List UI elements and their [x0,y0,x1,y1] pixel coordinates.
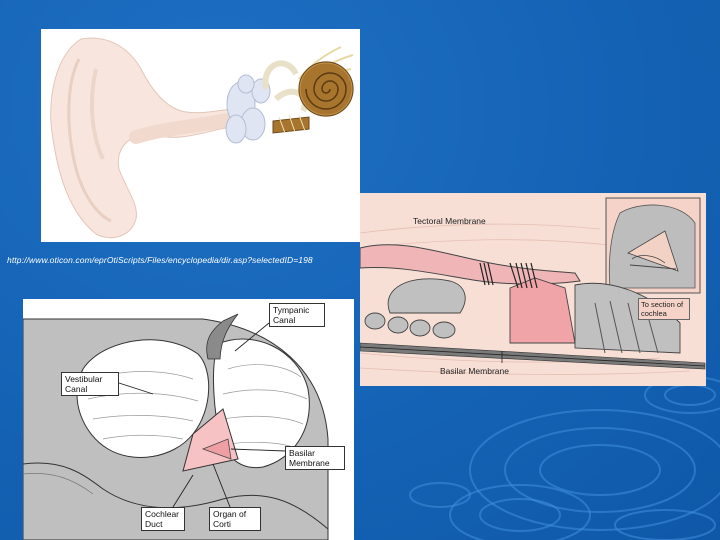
vestibular-canal-label: Vestibular Canal [61,372,119,396]
tectorial-membrane-shape [360,244,581,285]
ear-illustration-panel [41,29,360,242]
spiral-ligament-shape [206,313,239,360]
basilar-membrane-shape [360,342,706,370]
eustachian-tube-shape [272,116,310,134]
cochlea-shape [298,61,354,117]
tympanic-canal-label: Tympanic Canal [269,303,325,327]
stereocilia-shape [479,262,538,289]
cochlea-cross-section-panel: Tympanic Canal Vestibular Canal Basilar … [23,299,354,540]
ossicles-shape [225,74,271,144]
tympanic-canal-shape [213,338,310,469]
section-note-label: To section of cochlea [638,298,690,320]
basilar-membrane-label-corti: Basilar Membrane [440,366,509,376]
basilar-membrane-label-cochlea: Basilar Membrane [285,446,345,470]
semicircular-canals-shape [262,60,308,113]
inset-section-diagram [605,197,701,294]
cochlear-duct-label: Cochlear Duct [141,507,185,531]
organ-of-corti-label: Organ of Corti [209,507,261,531]
tectorial-membrane-label: Tectoral Membrane [413,216,486,226]
organ-of-corti-panel: Tectoral Membrane Basilar Membrane To se… [360,193,706,386]
organ-of-corti-shape [201,438,232,460]
source-url-text: http://www.oticon.com/eprOtiScripts/File… [7,255,313,265]
supporting-cells-shape [364,277,681,354]
